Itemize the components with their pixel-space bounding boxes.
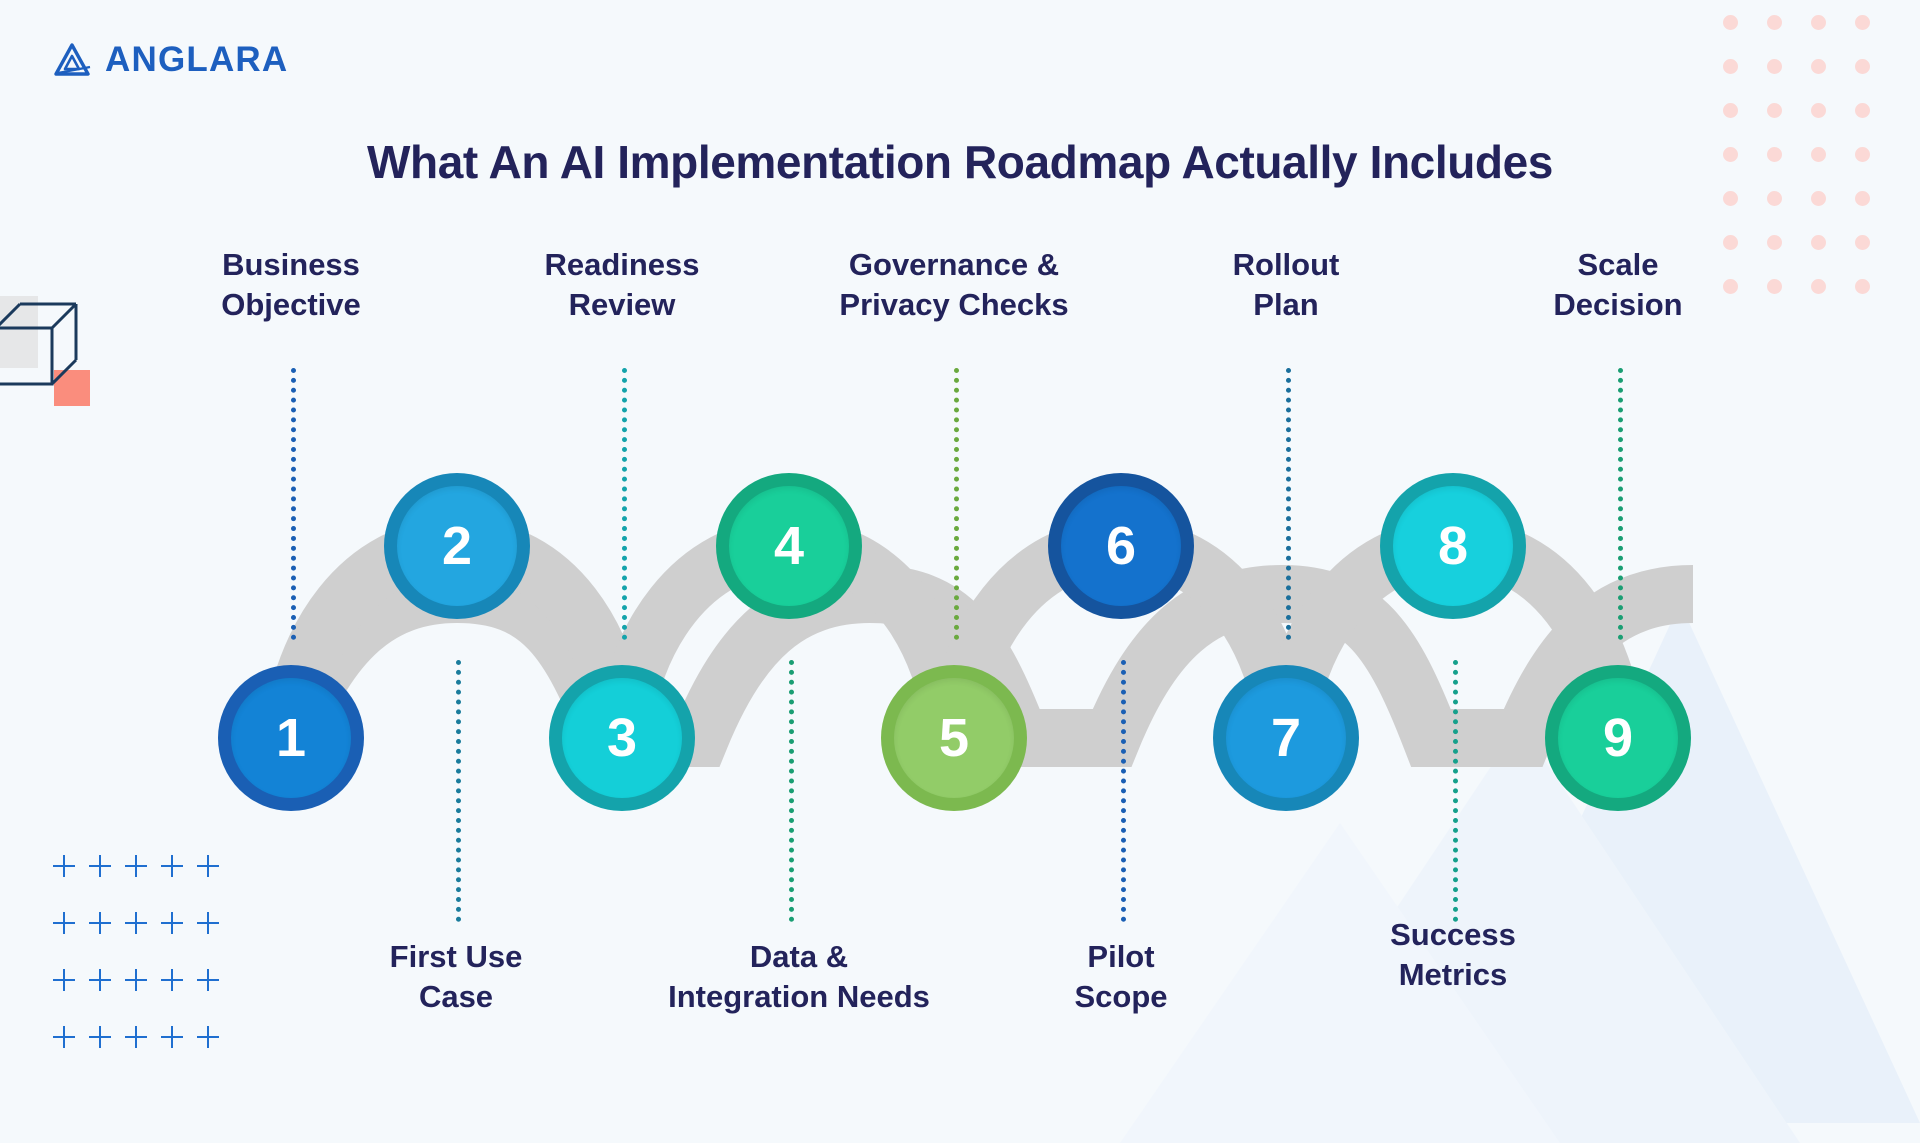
roadmap-node-4[interactable]: 4: [716, 473, 862, 619]
node-number-7: 7: [1270, 708, 1302, 768]
roadmap-label-1: Business Objective: [121, 245, 461, 324]
node-number-5: 5: [938, 708, 970, 768]
roadmap-node-5[interactable]: 5: [881, 665, 1027, 811]
label-8-line2: Metrics: [1398, 956, 1508, 992]
label-9-line1: Scale: [1577, 247, 1659, 282]
roadmap-label-2: First Use Case: [286, 937, 626, 1016]
connector-line-5: [954, 368, 959, 640]
roadmap-node-6[interactable]: 6: [1048, 473, 1194, 619]
label-5-line2: Privacy Checks: [839, 286, 1069, 322]
label-7-line2: Plan: [1253, 286, 1319, 322]
roadmap-label-5: Governance & Privacy Checks: [784, 245, 1124, 324]
roadmap-node-1[interactable]: 1: [218, 665, 364, 811]
connector-line-2: [456, 660, 461, 922]
roadmap-label-9: Scale Decision: [1448, 245, 1788, 324]
label-4-line2: Integration Needs: [668, 978, 930, 1014]
brand-logo[interactable]: ANGLARA: [52, 40, 288, 80]
page-title: What An AI Implementation Roadmap Actual…: [367, 135, 1553, 188]
connector-line-1: [291, 368, 296, 640]
roadmap-node-7[interactable]: 7: [1213, 665, 1359, 811]
roadmap-node-3[interactable]: 3: [549, 665, 695, 811]
roadmap-node-8[interactable]: 8: [1380, 473, 1526, 619]
connector-line-8: [1453, 660, 1458, 922]
roadmap-node-9[interactable]: 9: [1545, 665, 1691, 811]
label-3-line1: Readiness: [544, 247, 700, 282]
node-number-3: 3: [606, 708, 638, 768]
connector-line-6: [1121, 660, 1126, 922]
roadmap-label-3: Readiness Review: [452, 245, 792, 324]
node-number-9: 9: [1602, 708, 1634, 768]
label-5-line1: Governance &: [848, 247, 1060, 282]
node-number-4: 4: [773, 516, 805, 576]
plus-grid-decoration: [46, 837, 226, 1065]
label-2-line2: Case: [418, 978, 494, 1014]
connector-line-4: [789, 660, 794, 922]
wireframe-cube-icon: [0, 296, 90, 406]
label-7-line1: Rollout: [1232, 247, 1340, 282]
label-1-line1: Business: [222, 247, 360, 282]
node-number-6: 6: [1105, 516, 1137, 576]
roadmap-label-4: Data & Integration Needs: [619, 937, 979, 1016]
anglara-triangle-logo-icon: [54, 43, 91, 76]
connector-line-9: [1618, 368, 1623, 640]
connector-line-7: [1286, 368, 1291, 640]
roadmap-label-6: Pilot Scope: [951, 937, 1291, 1016]
node-number-1: 1: [275, 708, 307, 768]
brand-name: ANGLARA: [105, 40, 289, 79]
node-number-8: 8: [1437, 516, 1469, 576]
label-6-line1: Pilot: [1087, 939, 1155, 974]
label-2-line1: First Use: [389, 939, 523, 974]
label-8-line1: Success: [1390, 917, 1516, 952]
label-9-line2: Decision: [1553, 286, 1683, 322]
roadmap-node-2[interactable]: 2: [384, 473, 530, 619]
label-6-line2: Scope: [1074, 978, 1168, 1014]
roadmap-label-8: Success Metrics: [1283, 915, 1623, 994]
label-3-line2: Review: [568, 286, 676, 322]
node-number-2: 2: [441, 516, 473, 576]
label-4-line1: Data &: [749, 939, 849, 974]
roadmap-label-7: Rollout Plan: [1116, 245, 1456, 324]
label-1-line2: Objective: [221, 286, 361, 322]
connector-line-3: [622, 368, 627, 640]
